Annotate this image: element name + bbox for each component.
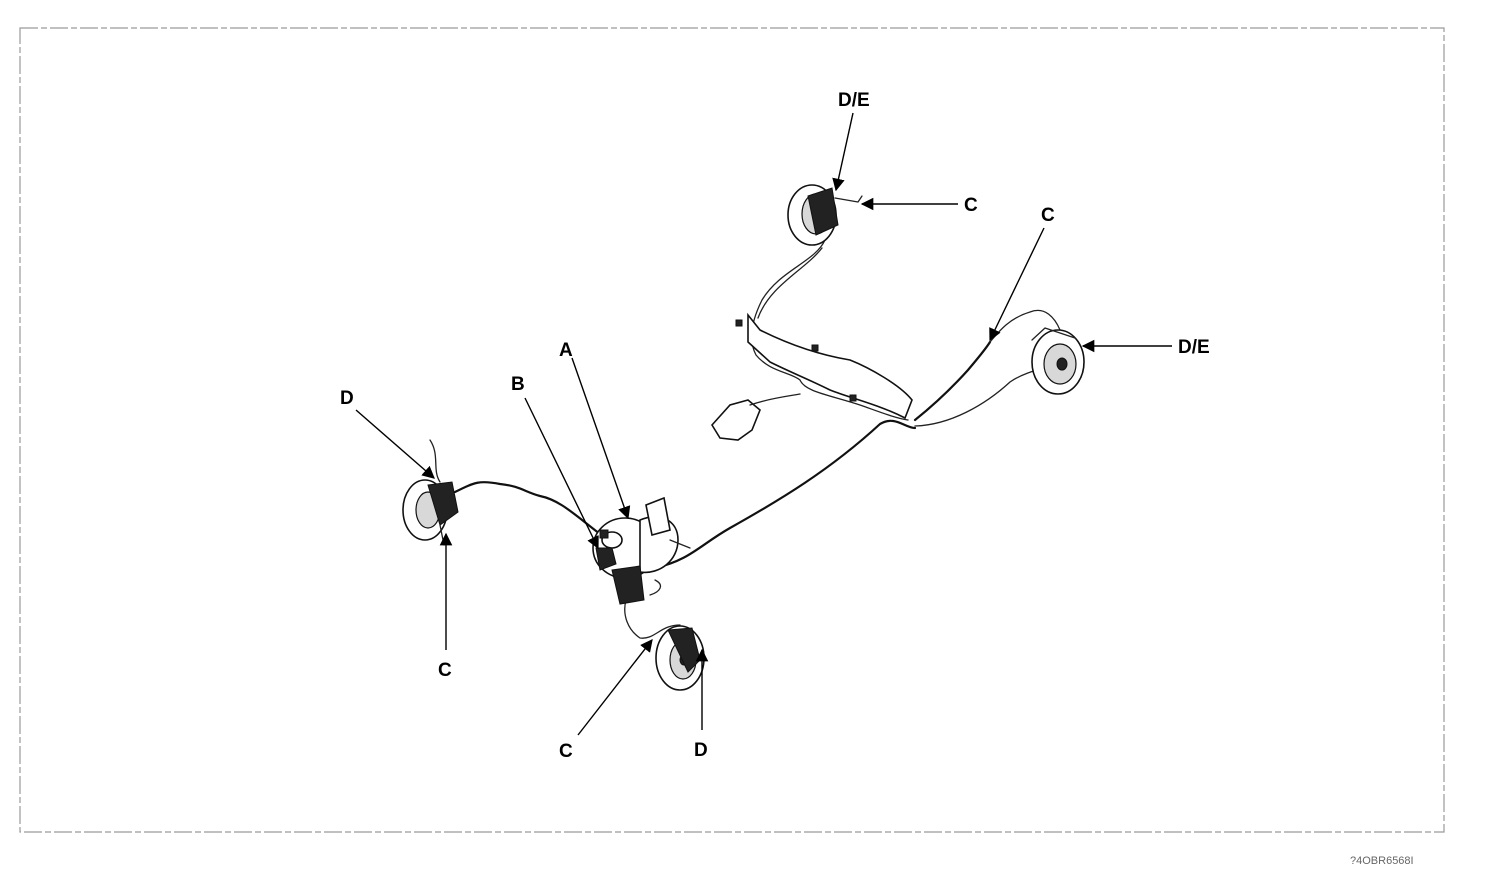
callout-c-rear-left: C [964,195,978,216]
diagram-frame [19,27,1445,833]
callout-c-rear-right-upper: C [1041,205,1055,226]
callout-d-front-right: D [694,740,708,761]
callout-d-front-left: D [340,388,354,409]
rear-right-brake-drum [1031,327,1085,395]
reference-code: ?4OBR6568I [1350,855,1414,867]
callout-c-front-left: C [438,660,452,681]
callout-c-front-right: C [559,741,573,762]
leader-lines [355,112,1172,736]
callout-de-rear-right: D/E [1178,337,1210,358]
callout-labels: D/E C C D/E A B D C C D [340,90,1210,762]
callout-a-master-cylinder: A [559,340,573,361]
rear-axle-beam [711,312,913,441]
brake-lines [429,239,1061,639]
callout-b-abs-unit: B [511,374,525,395]
rear-left-brake-drum [787,184,863,246]
master-cylinder-assembly [592,496,691,605]
callout-de-rear-left: D/E [838,90,870,111]
front-right-brake-disc [655,625,705,691]
front-left-brake-disc [402,479,459,546]
